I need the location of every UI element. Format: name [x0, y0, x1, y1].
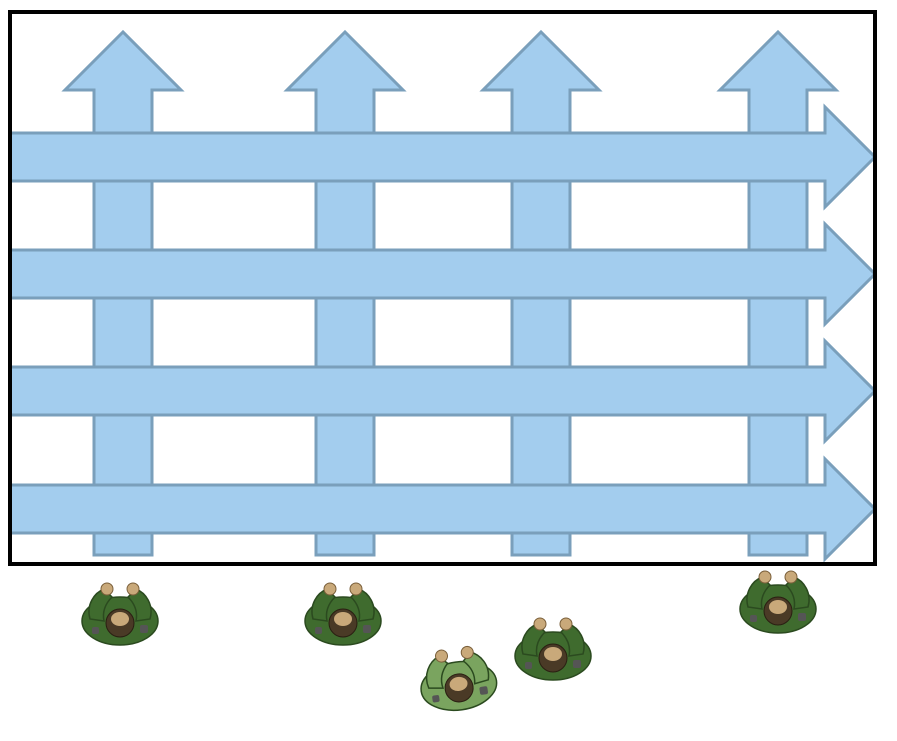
searchers — [81, 570, 817, 712]
soldier-icon — [514, 617, 592, 681]
search-area-frame — [8, 10, 877, 566]
soldier-icon — [304, 582, 382, 646]
soldier-icon — [420, 645, 498, 712]
horizontal-arrows — [8, 103, 878, 563]
horizontal-arrow-1 — [8, 103, 878, 211]
soldier-icon — [81, 582, 159, 646]
horizontal-arrow-2 — [8, 220, 878, 328]
horizontal-arrow-4 — [8, 455, 878, 563]
soldier-icon — [739, 570, 817, 634]
horizontal-arrow-3 — [8, 337, 878, 445]
